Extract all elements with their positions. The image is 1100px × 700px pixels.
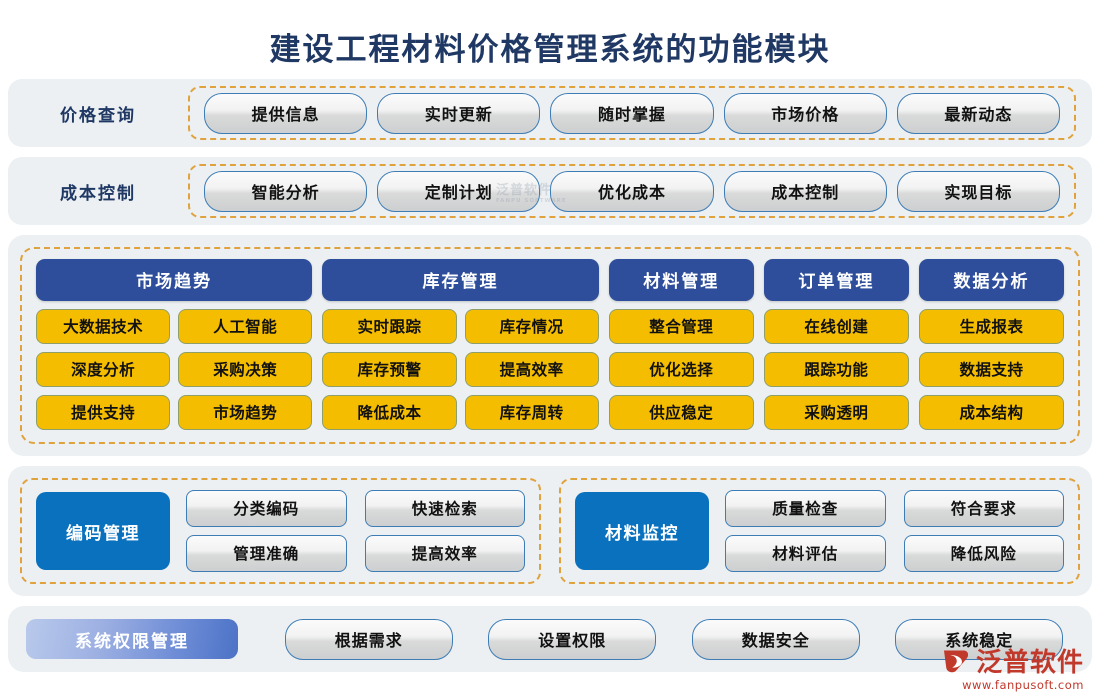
pill-item[interactable]: 提供信息 xyxy=(204,92,368,134)
pill-item[interactable]: 定制计划 xyxy=(377,170,541,212)
module-cell-row: 提供支持 市场趋势 xyxy=(36,395,313,430)
module-cell[interactable]: 市场趋势 xyxy=(178,395,313,430)
group-coding-management: 编码管理 分类编码 快速检索 管理准确 提高效率 xyxy=(20,478,541,584)
pill-item[interactable]: 随时掌握 xyxy=(550,92,714,134)
module-column-material: 材料管理 整合管理 优化选择 供应稳定 xyxy=(608,259,754,430)
pill-item[interactable]: 成本控制 xyxy=(723,170,887,212)
group-material-monitoring: 材料监控 质量检查 符合要求 材料评估 降低风险 xyxy=(559,478,1080,584)
module-cell[interactable]: 提高效率 xyxy=(464,352,599,387)
logo-row: 泛普软件 xyxy=(941,642,1084,679)
module-cell[interactable]: 人工智能 xyxy=(178,309,313,344)
module-cell-row: 跟踪功能 xyxy=(763,352,909,387)
module-cell-row: 深度分析 采购决策 xyxy=(36,352,313,387)
pill-item[interactable]: 市场价格 xyxy=(723,92,887,134)
section-price-query: 价格查询 提供信息 实时更新 随时掌握 市场价格 最新动态 xyxy=(8,79,1092,147)
pill-item[interactable]: 优化成本 xyxy=(550,170,714,212)
module-cell[interactable]: 实时跟踪 xyxy=(322,309,457,344)
pill-item[interactable]: 管理准确 xyxy=(186,535,347,572)
pill-item[interactable]: 符合要求 xyxy=(903,490,1064,527)
pill-item[interactable]: 实现目标 xyxy=(896,170,1061,212)
module-cell-row: 生成报表 xyxy=(918,309,1064,344)
pill-item[interactable]: 根据需求 xyxy=(284,618,453,660)
section-label-price-query: 价格查询 xyxy=(60,105,136,126)
pill-item[interactable]: 实时更新 xyxy=(377,92,541,134)
module-cell[interactable]: 库存周转 xyxy=(464,395,599,430)
brand-logo: 泛普软件 www.fanpusoft.com xyxy=(941,642,1084,692)
module-cell[interactable]: 整合管理 xyxy=(608,309,754,344)
module-column-data-analysis: 数据分析 生成报表 数据支持 成本结构 xyxy=(918,259,1064,430)
module-cell-row: 库存预警 提高效率 xyxy=(322,352,599,387)
module-cell[interactable]: 提供支持 xyxy=(36,395,171,430)
module-cell-row: 优化选择 xyxy=(608,352,754,387)
coding-management-items: 分类编码 快速检索 管理准确 提高效率 xyxy=(186,490,525,572)
module-cell[interactable]: 大数据技术 xyxy=(36,309,171,344)
module-cell[interactable]: 降低成本 xyxy=(322,395,457,430)
module-cell[interactable]: 库存情况 xyxy=(464,309,599,344)
pill-item[interactable]: 质量检查 xyxy=(725,490,886,527)
material-monitoring-items: 质量检查 符合要求 材料评估 降低风险 xyxy=(725,490,1064,572)
module-cell-row: 整合管理 xyxy=(608,309,754,344)
module-cell-row: 成本结构 xyxy=(918,395,1064,430)
module-cell-row: 采购透明 xyxy=(763,395,909,430)
module-header[interactable]: 数据分析 xyxy=(918,259,1064,301)
module-cell-row: 实时跟踪 库存情况 xyxy=(322,309,599,344)
section-label-cost-control: 成本控制 xyxy=(60,183,136,204)
module-cell-row: 供应稳定 xyxy=(608,395,754,430)
pill-group-price-query: 提供信息 实时更新 随时掌握 市场价格 最新动态 xyxy=(188,86,1076,140)
module-header[interactable]: 订单管理 xyxy=(763,259,909,301)
module-cell[interactable]: 生成报表 xyxy=(918,309,1064,344)
module-column-market-trend: 市场趋势 大数据技术 人工智能 深度分析 采购决策 提供支持 市场趋势 xyxy=(36,259,313,430)
pill-item[interactable]: 设置权限 xyxy=(488,618,657,660)
module-cell[interactable]: 在线创建 xyxy=(763,309,909,344)
page-title: 建设工程材料价格管理系统的功能模块 xyxy=(269,32,831,68)
pill-item[interactable]: 材料评估 xyxy=(725,535,886,572)
module-cell[interactable]: 成本结构 xyxy=(918,395,1064,430)
module-cell[interactable]: 跟踪功能 xyxy=(763,352,909,387)
logo-url: www.fanpusoft.com xyxy=(962,678,1084,692)
module-cell[interactable]: 深度分析 xyxy=(36,352,171,387)
module-cell[interactable]: 供应稳定 xyxy=(608,395,754,430)
section-core-modules: 市场趋势 大数据技术 人工智能 深度分析 采购决策 提供支持 市场趋势 库存管理 xyxy=(8,235,1092,456)
group-title-coding-management[interactable]: 编码管理 xyxy=(36,492,170,570)
module-column-order: 订单管理 在线创建 跟踪功能 采购透明 xyxy=(763,259,909,430)
section-coding-and-monitoring: 编码管理 分类编码 快速检索 管理准确 提高效率 材料监控 质量检查 符合要求 … xyxy=(8,466,1092,596)
group-title-material-monitoring[interactable]: 材料监控 xyxy=(575,492,709,570)
pill-item[interactable]: 提高效率 xyxy=(364,535,525,572)
pill-item[interactable]: 智能分析 xyxy=(204,170,368,212)
section-system-permission: 系统权限管理 根据需求 设置权限 数据安全 系统稳定 xyxy=(8,606,1092,672)
module-header[interactable]: 材料管理 xyxy=(608,259,754,301)
pill-item[interactable]: 分类编码 xyxy=(186,490,347,527)
module-cell-row: 在线创建 xyxy=(763,309,909,344)
module-cell[interactable]: 数据支持 xyxy=(918,352,1064,387)
pill-item[interactable]: 最新动态 xyxy=(896,92,1061,134)
module-cell-row: 降低成本 库存周转 xyxy=(322,395,599,430)
logo-text: 泛普软件 xyxy=(975,648,1084,678)
module-cell-row: 大数据技术 人工智能 xyxy=(36,309,313,344)
module-header[interactable]: 库存管理 xyxy=(322,259,599,301)
module-cell[interactable]: 优化选择 xyxy=(608,352,754,387)
pill-item[interactable]: 数据安全 xyxy=(691,618,860,660)
system-permission-button[interactable]: 系统权限管理 xyxy=(26,619,238,659)
module-cell[interactable]: 库存预警 xyxy=(322,352,457,387)
pill-item[interactable]: 降低风险 xyxy=(903,535,1064,572)
pill-item[interactable]: 快速检索 xyxy=(364,490,525,527)
core-modules-grid: 市场趋势 大数据技术 人工智能 深度分析 采购决策 提供支持 市场趋势 库存管理 xyxy=(20,247,1080,444)
module-column-inventory: 库存管理 实时跟踪 库存情况 库存预警 提高效率 降低成本 库存周转 xyxy=(322,259,599,430)
fanpu-logo-icon xyxy=(941,646,971,676)
module-cell[interactable]: 采购决策 xyxy=(178,352,313,387)
pill-group-cost-control: 智能分析 定制计划 优化成本 成本控制 实现目标 xyxy=(188,164,1076,218)
system-permission-items: 根据需求 设置权限 数据安全 系统稳定 xyxy=(264,618,1070,660)
pill-item[interactable]: 系统稳定 xyxy=(895,618,1064,660)
module-cell[interactable]: 采购透明 xyxy=(763,395,909,430)
module-header[interactable]: 市场趋势 xyxy=(36,259,313,301)
module-cell-row: 数据支持 xyxy=(918,352,1064,387)
